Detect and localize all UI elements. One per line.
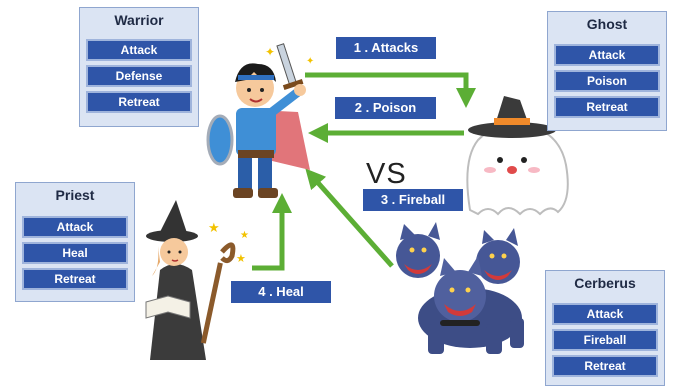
svg-text:★: ★ (208, 220, 220, 235)
svg-text:★: ★ (240, 230, 249, 241)
priest-retreat-button[interactable]: Retreat (22, 268, 128, 290)
svg-text:✦: ✦ (306, 56, 314, 67)
cerberus-title: Cerberus (574, 275, 636, 291)
ghost-poison-button[interactable]: Poison (554, 70, 660, 92)
warrior-title: Warrior (114, 12, 164, 28)
ghost-attack-button[interactable]: Attack (554, 44, 660, 66)
priest-title: Priest (55, 187, 95, 203)
cerberus-retreat-button[interactable]: Retreat (552, 355, 658, 377)
warrior-attack-button[interactable]: Attack (86, 39, 192, 61)
priest-heal-button[interactable]: Heal (22, 242, 128, 264)
arrow-fireball (305, 168, 394, 268)
step-heal-label: 4 . Heal (231, 281, 331, 303)
cerberus-panel: Cerberus Attack Fireball Retreat (545, 270, 665, 386)
cerberus-illustration (396, 222, 524, 354)
svg-text:★: ★ (236, 253, 246, 265)
arrow-attacks (305, 72, 476, 108)
step-attacks-label: 1 . Attacks (336, 37, 436, 59)
vs-label: VS (366, 158, 407, 190)
ghost-title: Ghost (586, 16, 628, 32)
cerberus-fireball-button[interactable]: Fireball (552, 329, 658, 351)
priest-illustration: ★ ★ ★ (145, 200, 249, 360)
cerberus-attack-button[interactable]: Attack (552, 303, 658, 325)
step-fireball-label: 3 . Fireball (363, 189, 463, 211)
ghost-retreat-button[interactable]: Retreat (554, 96, 660, 118)
priest-attack-button[interactable]: Attack (22, 216, 128, 238)
svg-text:✦: ✦ (265, 45, 275, 59)
warrior-panel: Warrior Attack Defense Retreat (79, 7, 199, 127)
warrior-retreat-button[interactable]: Retreat (86, 91, 192, 113)
warrior-defense-button[interactable]: Defense (86, 65, 192, 87)
ghost-panel: Ghost Attack Poison Retreat (547, 11, 667, 131)
ghost-illustration (466, 96, 569, 216)
warrior-illustration: ✦ ✦ (206, 43, 314, 198)
step-poison-label: 2 . Poison (335, 97, 436, 119)
arrow-heal (252, 193, 292, 271)
priest-panel: Priest Attack Heal Retreat (15, 182, 135, 302)
